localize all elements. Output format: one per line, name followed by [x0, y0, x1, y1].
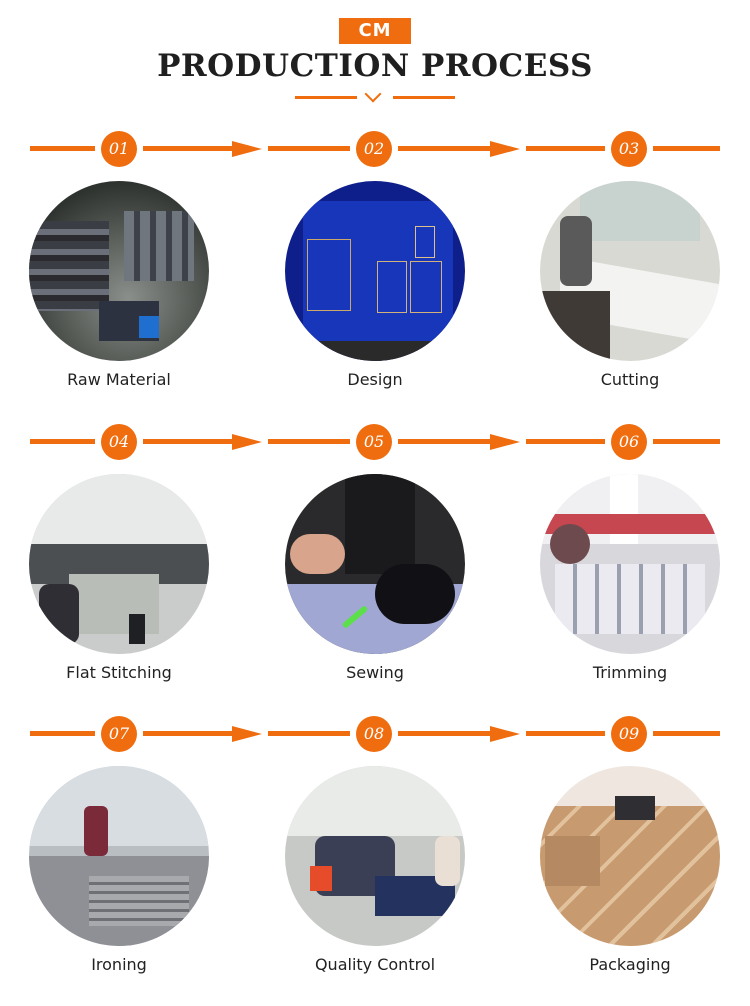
- flat-stitching-photo: [29, 474, 209, 654]
- arrow-right-icon: [490, 726, 520, 742]
- connector-line: [268, 731, 350, 736]
- connector-line: [398, 731, 490, 736]
- arrow-right-icon: [232, 141, 262, 157]
- step-number-badge: 02: [356, 131, 392, 167]
- step-label: Sewing: [346, 663, 404, 682]
- step-number-badge: 01: [101, 131, 137, 167]
- arrow-right-icon: [490, 141, 520, 157]
- step-label: Ironing: [91, 955, 147, 974]
- connector-line: [30, 439, 95, 444]
- connector-line: [526, 439, 605, 444]
- connector-line: [268, 439, 350, 444]
- connector-line: [653, 731, 720, 736]
- step-number-badge: 08: [356, 716, 392, 752]
- page-title: PRODUCTION PROCESS: [157, 48, 593, 84]
- sewing-photo: [285, 474, 465, 654]
- step-number-badge: 03: [611, 131, 647, 167]
- step-number-badge: 05: [356, 424, 392, 460]
- brand-logo: CM: [339, 18, 411, 44]
- step-label: Flat Stitching: [66, 663, 172, 682]
- connector-line: [653, 146, 720, 151]
- arrow-right-icon: [232, 434, 262, 450]
- step-label: Design: [347, 370, 403, 389]
- step-number-badge: 07: [101, 716, 137, 752]
- step-label: Quality Control: [314, 955, 436, 974]
- connector-line: [30, 146, 95, 151]
- connector-line: [653, 439, 720, 444]
- step-label: Cutting: [600, 370, 660, 389]
- step-number-badge: 04: [101, 424, 137, 460]
- connector-line: [398, 146, 490, 151]
- step-number-badge: 09: [611, 716, 647, 752]
- arrow-right-icon: [490, 434, 520, 450]
- packaging-photo: [540, 766, 720, 946]
- connector-line: [268, 146, 350, 151]
- step-label: Raw Material: [67, 370, 171, 389]
- title-underline-left: [295, 96, 357, 99]
- cutting-photo: [540, 181, 720, 361]
- quality-control-photo: [285, 766, 465, 946]
- chevron-down-icon: [364, 85, 382, 103]
- connector-line: [143, 439, 233, 444]
- trimming-photo: [540, 474, 720, 654]
- step-label: Packaging: [589, 955, 671, 974]
- connector-line: [143, 731, 233, 736]
- ironing-photo: [29, 766, 209, 946]
- connector-line: [30, 731, 95, 736]
- connector-line: [143, 146, 233, 151]
- design-photo: [285, 181, 465, 361]
- connector-line: [526, 731, 605, 736]
- connector-line: [398, 439, 490, 444]
- step-number-badge: 06: [611, 424, 647, 460]
- title-underline-right: [393, 96, 455, 99]
- raw-material-photo: [29, 181, 209, 361]
- arrow-right-icon: [232, 726, 262, 742]
- connector-line: [526, 146, 605, 151]
- step-label: Trimming: [592, 663, 668, 682]
